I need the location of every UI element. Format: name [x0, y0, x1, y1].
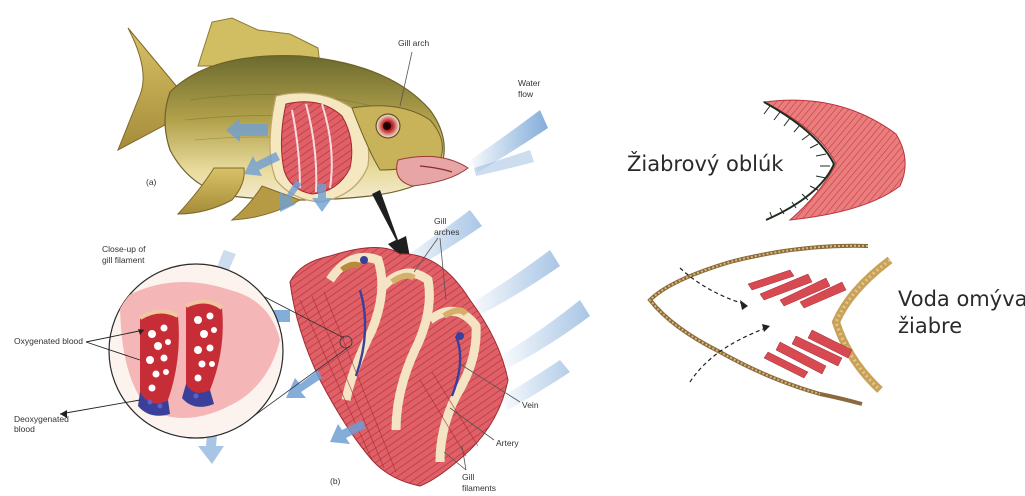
part-a-label: (a) — [146, 177, 157, 187]
right-gill-arch-drawing — [764, 100, 905, 220]
gill-filaments-label-2: filaments — [462, 483, 496, 493]
water-washes-gills-label-2: žiabre — [898, 314, 962, 338]
gill-arch-cross-section — [290, 247, 508, 486]
closeup-label-1: Close-up of — [102, 244, 146, 254]
closeup-label-2: gill filament — [102, 255, 145, 265]
oxygenated-blood-label: Oxygenated blood — [14, 336, 83, 346]
vein-label: Vein — [522, 400, 539, 410]
gill-arch-sk-label: Žiabrový oblúk — [627, 151, 784, 176]
right-head-section — [650, 246, 890, 404]
part-b-label: (b) — [330, 476, 341, 486]
deoxygenated-blood-label-1: Deoxygenated — [14, 414, 69, 424]
gill-arch-label: Gill arch — [398, 38, 429, 48]
artery-label: Artery — [496, 438, 519, 448]
exposed-gills — [281, 102, 351, 194]
fish-mouth — [397, 156, 468, 186]
operculum — [836, 260, 890, 390]
gill-arches-label-2: arches — [434, 227, 460, 237]
water-flow-label-2: flow — [518, 89, 534, 99]
water-flow-label-1: Water — [518, 78, 541, 88]
gill-filaments-label-1: Gill — [462, 472, 474, 482]
closeup-circle — [109, 264, 283, 438]
water-washes-gills-label-1: Voda omýva — [898, 287, 1025, 311]
gill-arches-label-1: Gill — [434, 216, 446, 226]
deoxygenated-blood-label-2: blood — [14, 424, 35, 434]
